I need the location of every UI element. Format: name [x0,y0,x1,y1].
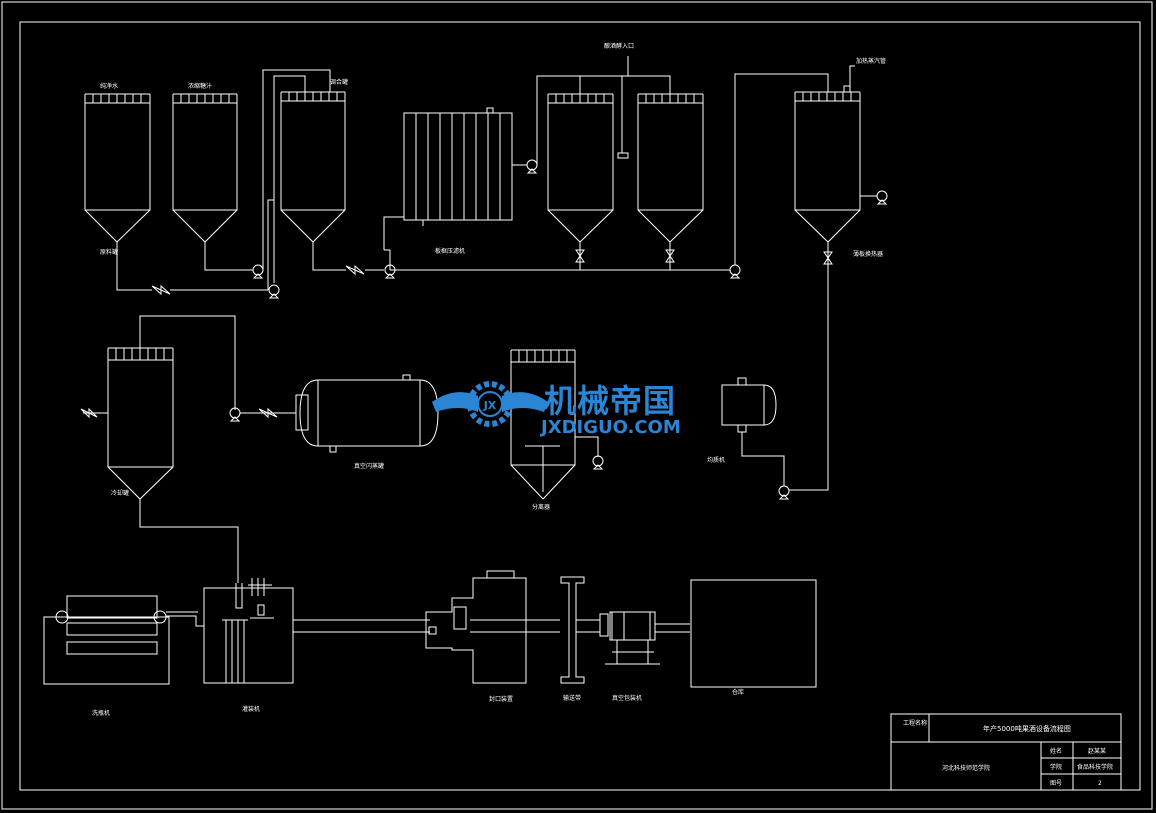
separator-label: 分离器 [532,503,550,511]
pump-1-icon [252,264,264,279]
heat-exchanger-label: 薄板换热器 [853,250,883,258]
conveyor-label: 输送带 [563,694,581,702]
valve-7-icon [258,407,278,419]
pipe-10 [789,242,829,491]
title-block [890,713,1122,791]
plate-heat-exchanger [721,377,777,433]
feed-pipe-label: 原料罐 [100,248,118,256]
separator [510,349,576,500]
watermark-logo-text: JX [483,399,497,412]
tank-water [84,93,151,243]
inner-border [19,21,1141,791]
tank-cooler [107,347,174,500]
sheet-label: 图号 [1050,780,1062,787]
pipe-11 [139,315,236,410]
watermark: JX 机械帝国 JXDIGUO.COM [432,381,681,438]
tank-aging [794,85,861,243]
bottle-washer-label: 洗瓶机 [92,709,110,717]
name-label: 姓名 [1050,747,1062,755]
valve-2-icon [345,264,365,276]
school-name: 河北科技师范学院 [942,764,990,772]
pipe-8 [734,73,829,265]
filler-label: 灌装机 [242,705,260,713]
capper-label: 封口装置 [489,695,513,703]
pump-2-icon [268,284,280,299]
beer-inlet-label: 酿酒酵入口 [604,42,634,50]
tank-mix-label: 调合罐 [330,78,348,86]
labeler-label: 真空包装机 [612,694,642,702]
pipe-14 [741,432,785,486]
tank-water-label: 纯净水 [100,82,118,90]
tank-syrup-label: 浓缩糖汁 [188,82,212,90]
flash-tank-label: 真空闪蒸罐 [354,462,384,470]
pump-5-icon [729,264,741,279]
pipe-13 [575,436,599,457]
pipe-4 [383,216,404,270]
valve-4-icon [665,249,675,263]
conveyor-stand [560,576,585,684]
pipe-15 [139,499,239,583]
capper [425,570,527,684]
tank-mix [280,91,346,243]
pump-4-icon [526,159,538,174]
filter-press [403,107,513,226]
college-value: 食品科技学院 [1077,763,1113,771]
flash-tank [295,374,439,453]
pipe-3 [312,242,384,271]
watermark-name-cn: 机械帝国 [544,382,676,420]
valve-1-icon [151,284,171,296]
pump-6-icon [876,190,888,205]
filler [203,578,294,684]
project-label: 工程名称 [903,719,927,727]
warehouse-label: 仓库 [732,688,744,696]
blender-label: 均质机 [707,456,725,464]
conveyor-line [293,619,690,633]
pipe-7 [390,242,730,271]
pump-8-icon [592,455,604,470]
watermark-logo-icon: JX [432,381,548,427]
filter-press-label: 板框压滤机 [435,247,465,255]
pump-9-icon [778,485,790,500]
cooler-label: 冷却罐 [111,489,129,497]
warehouse [690,579,817,688]
pipe-6 [536,56,671,165]
valve-6-icon [80,407,108,419]
labeler [599,611,660,665]
valve-5-icon [823,251,833,265]
bottle-washer [43,595,204,685]
college-label: 学院 [1050,763,1062,771]
tank-ferment-1 [547,93,614,243]
valve-3-icon [575,249,585,263]
tank-syrup [172,93,238,243]
pipe-1 [116,242,268,291]
pipe-2 [204,69,331,290]
sheet-value: 2 [1098,780,1102,787]
name-value: 赵某某 [1088,747,1106,755]
tank-ferment-2 [637,93,704,243]
vent-pipe [849,65,855,86]
project-title: 年产5000吨果酒设备流程图 [983,724,1071,733]
watermark-name-en: JXDIGUO.COM [539,417,681,438]
top-vent-label: 加热蒸汽管 [856,57,886,65]
